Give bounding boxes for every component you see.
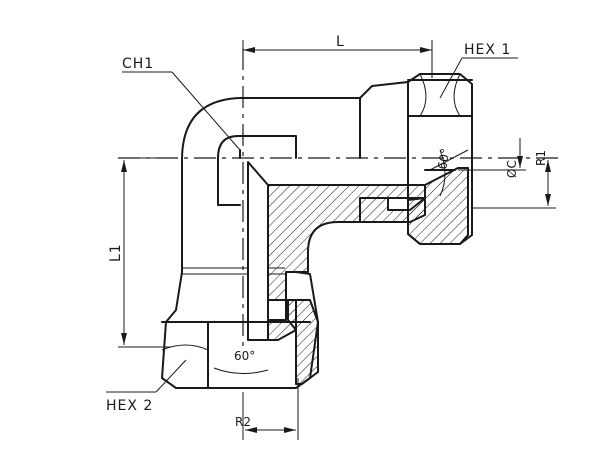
body-section <box>247 161 426 341</box>
label-r1: R1 <box>534 150 548 166</box>
label-hex1: HEX 1 <box>464 42 511 58</box>
label-hex2: HEX 2 <box>106 398 153 414</box>
label-ch1: CH1 <box>122 56 154 72</box>
label-angle-top: 60° <box>435 147 452 170</box>
label-l1: L1 <box>108 243 124 262</box>
angle-bottom: 60° <box>213 349 269 374</box>
dimension-r1: R1 <box>472 150 556 209</box>
angle-top: 60° <box>429 147 469 197</box>
leader-hex1: HEX 1 <box>439 42 518 99</box>
label-r2: R2 <box>235 415 251 429</box>
dimension-l1: L1 <box>108 157 170 348</box>
hex1-nut <box>359 73 473 245</box>
dimension-l: L <box>242 34 433 78</box>
dimension-phi-c: ØC <box>458 138 526 178</box>
label-l: L <box>336 34 345 50</box>
label-angle-bottom: 60° <box>234 349 255 363</box>
elbow-body <box>181 97 361 275</box>
label-phi-c: ØC <box>505 160 519 178</box>
hex2-nut <box>161 271 319 389</box>
dimension-r2: R2 <box>235 378 299 440</box>
leader-ch1: CH1 <box>122 56 241 151</box>
leader-hex2: HEX 2 <box>106 359 187 414</box>
